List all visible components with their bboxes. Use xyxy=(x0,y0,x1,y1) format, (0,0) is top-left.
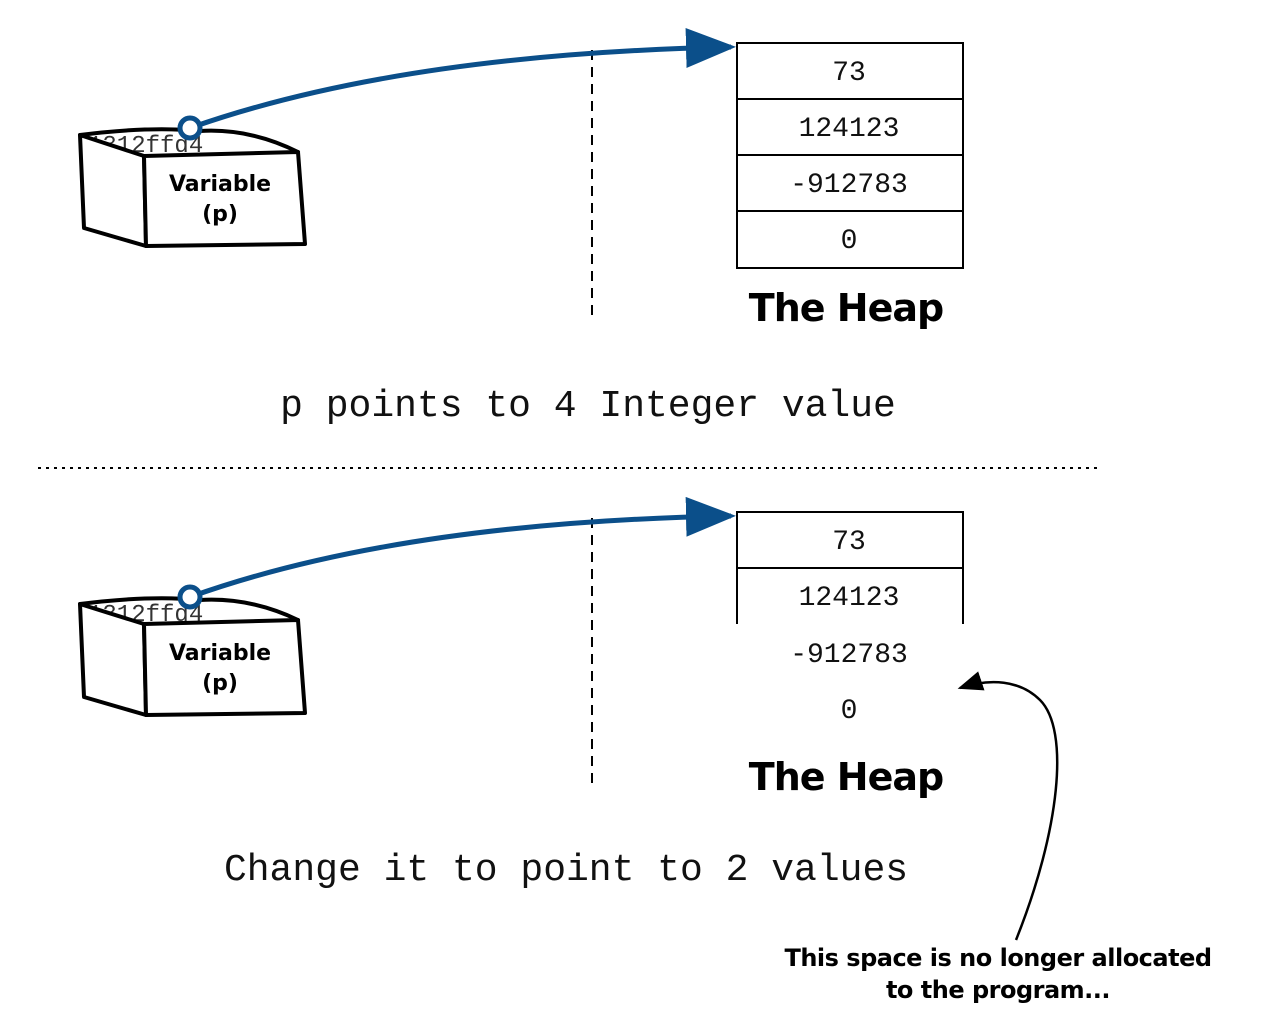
variable-box-front-face xyxy=(142,618,307,717)
heap-cell-value: 124123 xyxy=(799,583,900,614)
variable-name: (p) xyxy=(202,671,238,696)
panel-after: 1312ffd4 Variable (p) 73 124123 -912783 … xyxy=(78,496,1212,1004)
heap-title: The Heap xyxy=(749,286,943,330)
pointer-origin xyxy=(177,115,203,141)
heap-cell xyxy=(736,511,964,569)
annotation-note: This space is no longer allocated xyxy=(784,944,1211,972)
annotation-note: to the program... xyxy=(886,976,1110,1004)
annotation-arrow xyxy=(957,671,1059,941)
variable-label: Variable xyxy=(169,641,271,666)
variable-box: 1312ffd4 Variable (p) xyxy=(78,596,307,717)
heap-cell-value: 0 xyxy=(841,226,858,257)
heap-cell-value: 73 xyxy=(832,527,866,558)
heap-block: 73 124123 -912783 0 xyxy=(736,42,964,269)
heap-cell xyxy=(736,210,964,269)
heap-cell xyxy=(736,568,964,624)
variable-box-left-face xyxy=(78,133,148,248)
variable-box-front-face xyxy=(142,150,307,248)
heap-title: The Heap xyxy=(749,755,943,799)
panel-before: 1312ffd4 Variable (p) 73 124123 -912783 … xyxy=(78,27,964,428)
heap-cell-value: -912783 xyxy=(790,170,908,201)
pointer-origin xyxy=(177,584,203,610)
freed-cell-value: 0 xyxy=(841,696,858,727)
variable-box: 1312ffd4 Variable (p) xyxy=(78,127,307,248)
panel-caption: p points to 4 Integer value xyxy=(280,385,896,428)
heap-block: 73 124123 -912783 0 xyxy=(736,511,964,727)
variable-label: Variable xyxy=(169,172,271,197)
variable-name: (p) xyxy=(202,202,238,227)
heap-cell-value: 73 xyxy=(832,58,866,89)
variable-box-left-face xyxy=(78,602,148,717)
heap-cell-value: 124123 xyxy=(799,114,900,145)
pointer-arrow xyxy=(189,27,736,131)
panel-caption: Change it to point to 2 values xyxy=(224,849,908,892)
pointer-arrow xyxy=(189,496,736,600)
freed-cell-value: -912783 xyxy=(790,640,908,671)
